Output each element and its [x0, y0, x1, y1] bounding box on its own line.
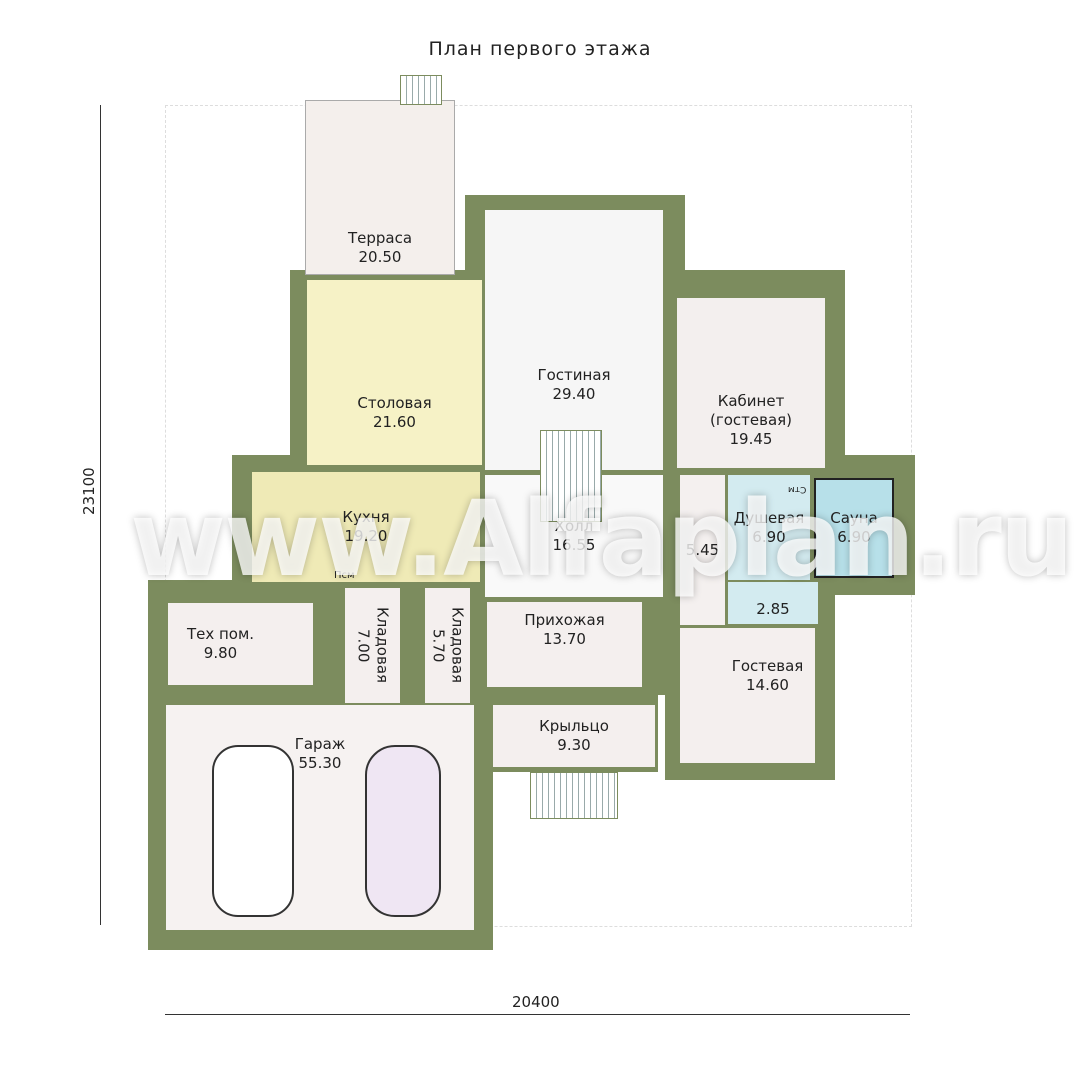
room-area: 55.30 [298, 754, 342, 772]
room-area: 29.40 [552, 385, 596, 403]
car-icon [212, 745, 294, 917]
car-icon [365, 745, 441, 917]
room-area: 14.60 [746, 675, 789, 694]
room-name: Крыльцо [539, 717, 609, 735]
room-name: Кладовая [373, 607, 392, 684]
room-name: Столовая [357, 393, 432, 412]
room-name: Гостиная [537, 366, 611, 384]
room-corridor: 5.45 [680, 475, 725, 625]
plan-title: План первого этажа [428, 38, 652, 60]
room-area: 21.60 [373, 412, 416, 431]
width-dimension-line [165, 1014, 910, 1015]
room-name: Гостевая [731, 656, 804, 675]
room-area: 20.50 [358, 247, 402, 266]
room-name: Прихожая [524, 610, 605, 629]
height-dimension-line [100, 105, 101, 925]
room-area: 7.00 [354, 628, 373, 663]
terrace-steps [400, 75, 442, 105]
room-name: Тех пом. [186, 625, 255, 643]
room-name: Гараж [294, 735, 346, 753]
room-area: 5.45 [685, 540, 720, 559]
room-area: 6.90 [837, 528, 871, 546]
room-area: 16.55 [552, 536, 596, 554]
porch-steps [530, 772, 618, 819]
washer-label: Псм [334, 570, 355, 581]
staircase [540, 430, 602, 522]
room-study: Кабинет(гостевая)19.45 [677, 298, 825, 468]
room-wc: 2.85 [728, 582, 818, 624]
width-dimension-label: 20400 [512, 993, 560, 1011]
room-name: Кладовая [448, 607, 467, 684]
room-name: Душевая [733, 508, 805, 527]
room-area: 9.80 [203, 644, 238, 662]
room-area: 2.85 [756, 599, 790, 618]
height-dimension-label: 23100 [80, 467, 98, 515]
room-area: 19.20 [344, 527, 388, 545]
room-name: Кабинет [717, 392, 785, 410]
room-name: Терраса [347, 228, 413, 247]
room-name: Кухня [342, 508, 390, 526]
room-subtitle: (гостевая) [709, 411, 793, 429]
room-tech: Тех пом.9.80 [168, 603, 313, 685]
room-name: Сауна [830, 509, 878, 527]
room-area: 5.70 [429, 628, 448, 663]
room-area: 9.30 [557, 736, 591, 754]
watermark: www.Alfaplan.ru [130, 478, 1074, 600]
room-area: 19.45 [729, 430, 773, 448]
room-area: 6.90 [752, 527, 786, 546]
room-area: 13.70 [543, 629, 586, 648]
